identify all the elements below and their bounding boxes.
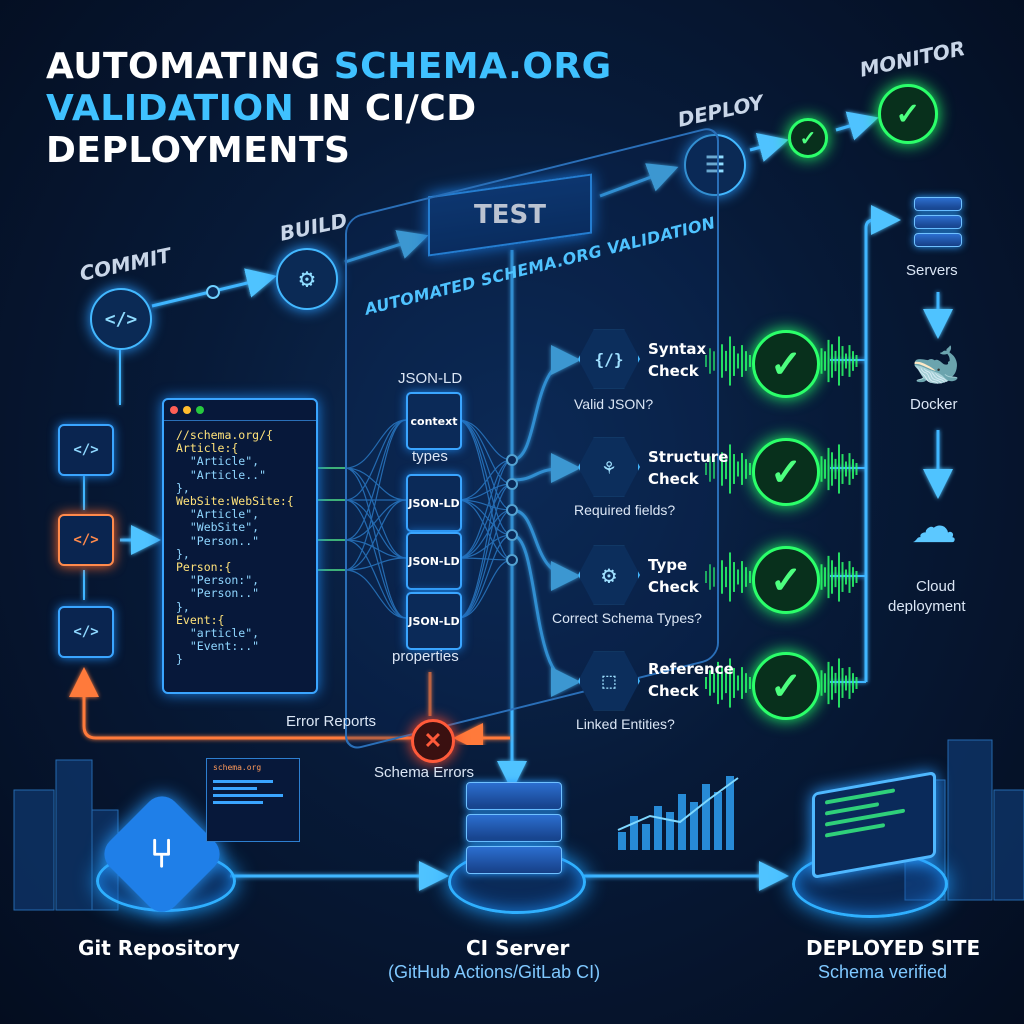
structure-check-question: Required fields? xyxy=(574,502,676,518)
schema-errors-label: Schema Errors xyxy=(374,764,475,781)
cloud-upload-icon: ☁ xyxy=(911,500,957,552)
jsonld-header: JSON-LD xyxy=(398,370,463,387)
code-line: //schema.org/{ xyxy=(176,428,273,442)
code-line: "WebSite", xyxy=(176,520,260,535)
source-file-error-icon[interactable]: </> xyxy=(58,514,114,566)
types-label: types xyxy=(412,448,448,465)
deploy-server-icon[interactable]: ☰ xyxy=(684,134,746,196)
jsonld-doc[interactable]: JSON-LD xyxy=(406,532,462,590)
code-line: "article", xyxy=(176,626,260,641)
monitor-check-icon[interactable]: ✓ xyxy=(878,84,938,144)
ci-server-sublabel: (GitHub Actions/GitLab CI) xyxy=(388,962,601,982)
deployed-site-label: DEPLOYED SITE xyxy=(806,936,981,960)
docker-whale-icon: 🐋 xyxy=(911,342,961,387)
close-dot-icon xyxy=(170,406,178,414)
structure-pass-icon: ✓ xyxy=(752,438,820,506)
commit-code-icon[interactable]: </> xyxy=(90,288,152,350)
code-line: }, xyxy=(176,599,190,614)
code-line: Event:{ xyxy=(176,612,225,627)
code-line: } xyxy=(176,652,183,667)
servers-icon xyxy=(910,194,966,250)
deployed-site-sublabel: Schema verified xyxy=(818,962,948,982)
code-line: "Person:", xyxy=(176,573,260,588)
properties-label: properties xyxy=(392,648,459,665)
syntax-check-question: Valid JSON? xyxy=(574,396,654,412)
code-line: "Article.." xyxy=(176,467,267,482)
code-line: "Article", xyxy=(176,507,260,522)
cloud-label: Cloud xyxy=(916,578,956,595)
code-line: "Article", xyxy=(176,454,260,469)
jsonld-doc[interactable]: JSON-LD xyxy=(406,592,462,650)
ci-server-icon[interactable] xyxy=(466,782,562,874)
source-file-icon[interactable]: </> xyxy=(58,424,114,476)
git-repository-label: Git Repository xyxy=(78,936,240,960)
page-title: Automating Schema.org Validation in CI/C… xyxy=(46,46,612,171)
jsonld-doc[interactable]: JSON-LD xyxy=(406,474,462,532)
syntax-pass-icon: ✓ xyxy=(752,330,820,398)
mini-code-screen: schema.org xyxy=(206,758,300,842)
code-content: //schema.org/{Article:{ "Article", "Arti… xyxy=(164,421,316,667)
code-line: "Event:.." xyxy=(176,639,260,654)
docker-label: Docker xyxy=(910,396,958,413)
maximize-dot-icon xyxy=(196,406,204,414)
code-line: "Person.." xyxy=(176,533,260,548)
code-line: "Person.." xyxy=(176,586,260,601)
error-x-icon[interactable]: ✕ xyxy=(411,719,455,763)
reference-check-question: Linked Entities? xyxy=(576,716,675,732)
type-check-question: Correct Schema Types? xyxy=(552,610,702,626)
deployment-label: deployment xyxy=(888,598,966,615)
code-line: WebSite:WebSite:{ xyxy=(176,494,294,509)
build-gear-icon[interactable]: ⚙ xyxy=(276,248,338,310)
code-line: }, xyxy=(176,480,190,495)
source-file-icon[interactable]: </> xyxy=(58,606,114,658)
code-line: Person:{ xyxy=(176,560,232,575)
type-pass-icon: ✓ xyxy=(752,546,820,614)
reference-pass-icon: ✓ xyxy=(752,652,820,720)
minimize-dot-icon xyxy=(183,406,191,414)
servers-label: Servers xyxy=(906,262,958,279)
window-controls xyxy=(164,400,316,421)
code-editor-window: //schema.org/{Article:{ "Article", "Arti… xyxy=(162,398,318,694)
ci-server-label: CI Server xyxy=(466,936,570,960)
code-line: Article:{ xyxy=(176,441,239,456)
code-line: }, xyxy=(176,546,190,561)
jsonld-doc-context[interactable]: context xyxy=(406,392,462,450)
error-reports-label: Error Reports xyxy=(286,713,377,730)
deploy-check-icon: ✓ xyxy=(788,118,828,158)
